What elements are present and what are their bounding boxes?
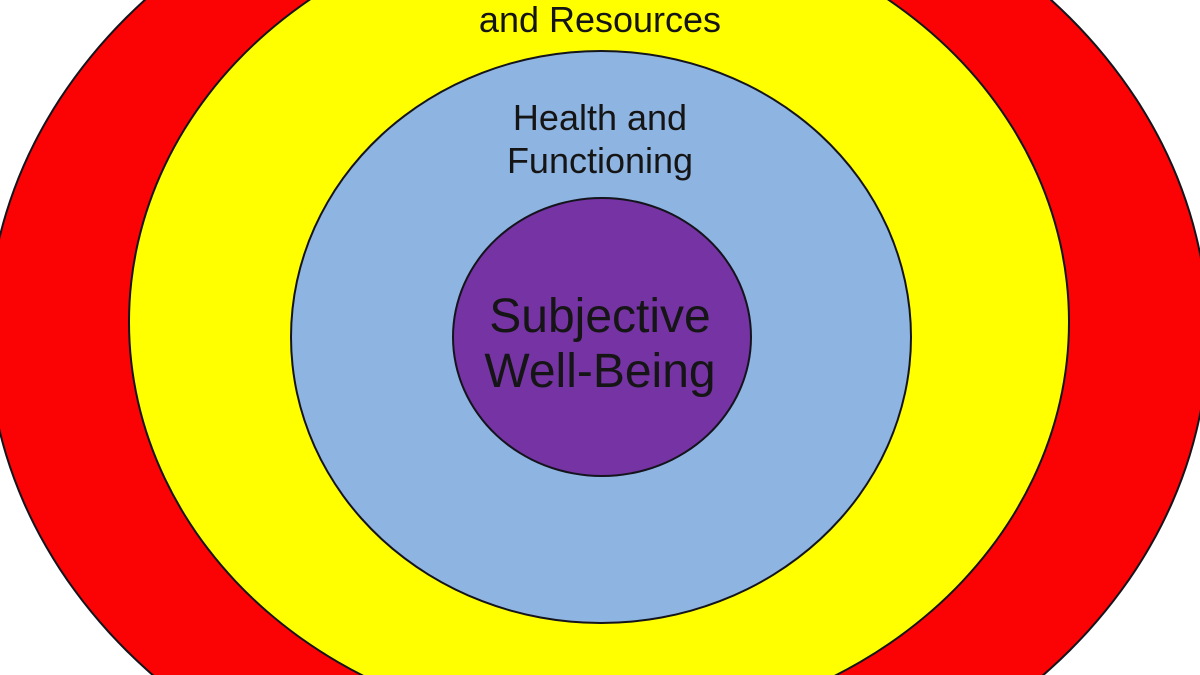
label-health-line-2: Functioning — [506, 140, 694, 181]
label-core-line-1: Subjective — [489, 290, 711, 343]
label-resources-line: and Resources — [478, 0, 722, 40]
ring-core-purple — [452, 197, 752, 477]
label-resources: and Resources — [0, 0, 1200, 40]
label-health-line-1: Health and — [512, 97, 688, 138]
label-core-line-2: Well-Being — [484, 345, 716, 398]
label-health-functioning: Health and Functioning — [0, 96, 1200, 182]
label-subjective-well-being: Subjective Well-Being — [0, 289, 1200, 399]
